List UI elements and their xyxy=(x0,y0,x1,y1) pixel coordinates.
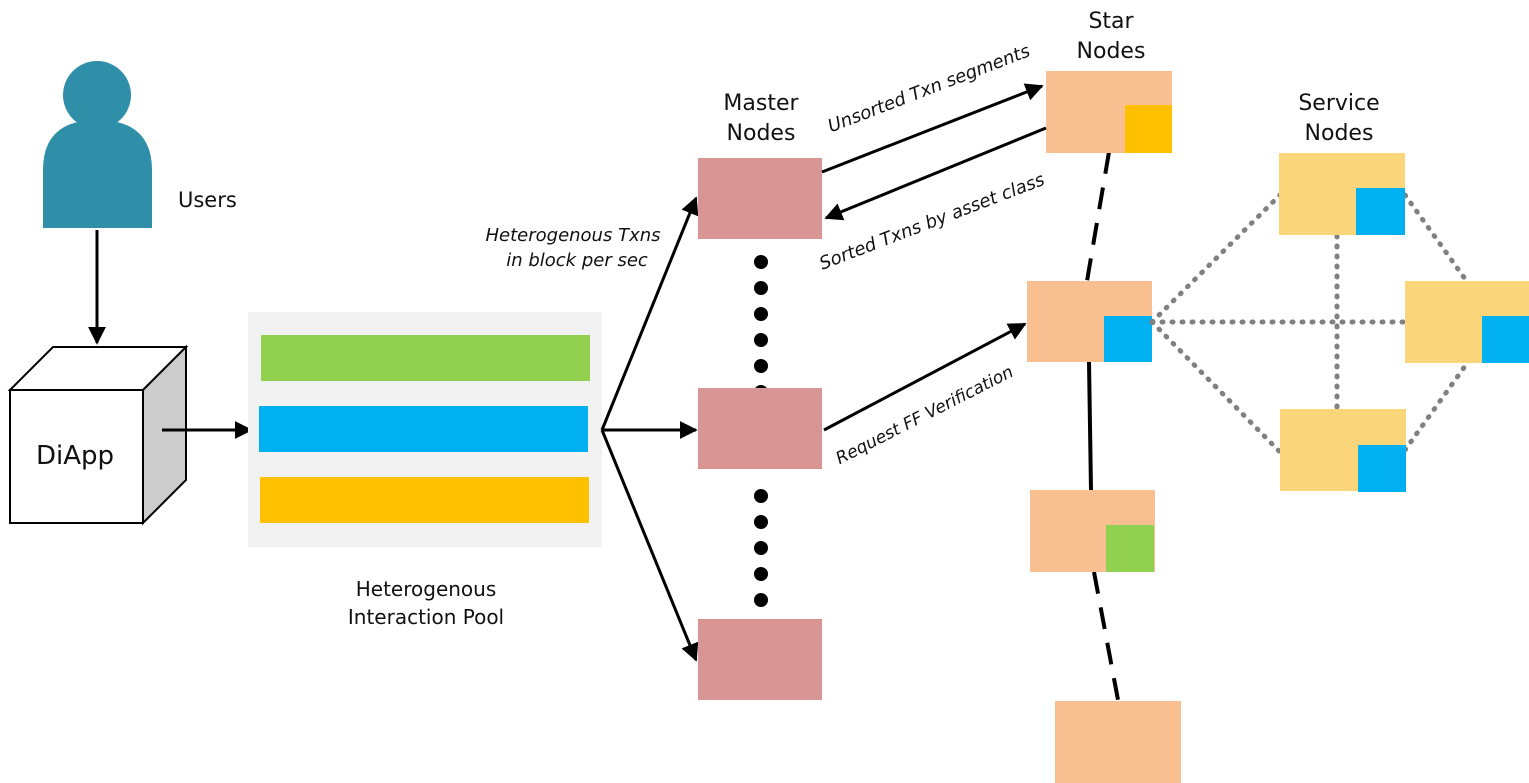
sorted-txns-arrow xyxy=(824,126,1047,221)
master-nodes-label-line1: Master xyxy=(723,91,799,116)
users-label: Users xyxy=(178,188,237,212)
star-chain-solid xyxy=(1087,361,1093,491)
master-node-bottom xyxy=(698,619,822,700)
service-nodes-label-line1: Service xyxy=(1298,91,1379,116)
txns-label-line2: in block per sec xyxy=(506,250,648,271)
star-nodes-label-line1: Star xyxy=(1088,9,1134,34)
unsorted-segments-label: Unsorted Txn segments xyxy=(825,41,1033,138)
diapp-label: DiApp xyxy=(36,441,114,471)
pool-bar-yellow xyxy=(260,477,589,523)
service-network-links xyxy=(1149,192,1471,455)
star-node-top xyxy=(1046,71,1172,153)
pool-bar-blue xyxy=(259,406,588,452)
star-node-bottom xyxy=(1055,701,1181,783)
cube-icon xyxy=(7,344,189,526)
pool-bar-green xyxy=(261,335,590,381)
unsorted-segments-arrow xyxy=(821,83,1044,174)
star-node-green xyxy=(1030,490,1155,572)
master-nodes-label-line2: Nodes xyxy=(727,121,796,146)
service-nodes-label-line2: Nodes xyxy=(1305,121,1374,146)
star-chain-dashed-bottom xyxy=(1092,571,1120,701)
star-node-hub xyxy=(1027,281,1152,362)
star-nodes-label-line2: Nodes xyxy=(1077,39,1146,64)
service-node-top xyxy=(1279,153,1405,235)
pool-to-master-bottom-arrow xyxy=(600,429,699,662)
txns-label-line1: Heterogenous Txns xyxy=(485,225,660,246)
service-node-right xyxy=(1405,281,1529,363)
star-chain-dashed-top xyxy=(1085,151,1111,282)
pool-to-master-top-arrow xyxy=(600,196,699,431)
service-node-bottom xyxy=(1280,409,1406,492)
user-icon xyxy=(43,61,152,228)
master-node-middle xyxy=(698,388,822,469)
master-node-top xyxy=(698,158,822,239)
request-ff-arrow xyxy=(823,322,1027,432)
pool-label-line2: Interaction Pool xyxy=(348,605,504,629)
interaction-pool xyxy=(248,312,602,547)
pool-label-line1: Heterogenous xyxy=(356,577,497,601)
sorted-txns-label: Sorted Txns by asset class xyxy=(817,169,1048,274)
